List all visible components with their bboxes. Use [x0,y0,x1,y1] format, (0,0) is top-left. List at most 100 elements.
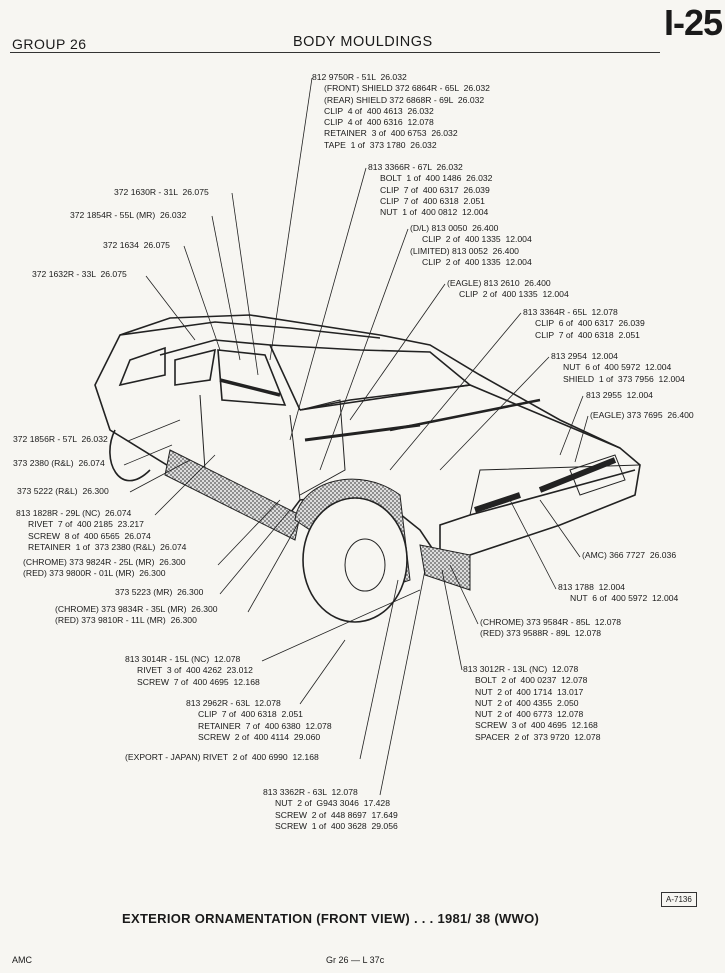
part-detail: CLIP 4 of 400 6316 12.078 [324,117,434,128]
part-detail: NUT 2 of 400 1714 13.017 [475,686,584,697]
part-detail: (RED) 373 9810R - 11L (MR) 26.300 [55,615,197,626]
callout-l-1634: 372 1634 26.075 [103,240,170,251]
part-detail: CLIP 7 of 400 6318 2.051 [535,329,640,340]
part-detail: SPACER 2 of 373 9720 12.078 [475,731,601,742]
part-number: 812 9750R - 51L 26.032 [312,72,407,82]
part-number: 813 1828R - 29L (NC) 26.074 [16,508,132,518]
part-detail: BOLT 2 of 400 0237 12.078 [475,675,588,686]
part-number: 813 3364R - 65L 12.078 [523,307,618,317]
part-detail: RETAINER 1 of 373 2380 (R&L) 26.074 [28,541,187,552]
part-detail: CLIP 2 of 400 1335 12.004 [459,289,569,300]
header-rule [10,52,660,53]
part-detail: SCREW 2 of 400 4114 29.060 [198,731,321,742]
page-number: I-25 [664,2,723,43]
part-detail: NUT 2 of 400 4355 2.050 [475,697,579,708]
callout-roof-rail: 812 9750R - 51L 26.032(FRONT) SHIELD 372… [312,72,490,151]
part-detail: SCREW 3 of 400 4695 12.168 [475,720,598,731]
part-detail: (FRONT) SHIELD 372 6864R - 65L 26.032 [324,83,490,94]
part-detail: SCREW 2 of 448 8697 17.649 [275,809,398,820]
callout-l-1630: 372 1630R - 31L 26.075 [114,187,209,198]
front-wheel [302,497,408,623]
part-number: 373 5222 (R&L) 26.300 [17,486,109,496]
callout-l-2380: 373 2380 (R&L) 26.074 [13,458,105,469]
callout-hood-2955: 813 2955 12.004 [586,390,653,401]
part-detail: CLIP 7 of 400 6318 2.051 [198,709,303,720]
part-detail: CLIP 7 of 400 6318 2.051 [380,195,485,206]
part-detail: RETAINER 3 of 400 6753 26.032 [324,128,458,139]
part-detail: NUT 1 of 400 0812 12.004 [380,207,489,218]
rocker-panel [164,449,301,541]
part-detail: SCREW 1 of 400 3628 29.056 [275,820,398,831]
part-number: (D/L) 813 0050 26.400 [410,223,499,233]
part-number: (EXPORT - JAPAN) RIVET 2 of 400 6990 12.… [125,752,319,762]
part-number: 813 3362R - 63L 12.078 [263,787,358,797]
page-reference: Gr 26 — L 37c [326,955,385,965]
part-detail: (RED) 373 9800R - 01L (MR) 26.300 [23,568,166,579]
part-detail: CLIP 6 of 400 6317 26.039 [535,318,645,329]
part-detail: TAPE 1 of 373 1780 26.032 [324,139,437,150]
part-number: 813 3014R - 15L (NC) 12.078 [125,654,241,664]
part-detail: SCREW 7 of 400 4695 12.168 [137,676,260,687]
part-detail: (RED) 373 9588R - 89L 12.078 [480,628,602,639]
callout-l-1632: 372 1632R - 33L 26.075 [32,269,127,280]
part-number: 813 2955 12.004 [586,390,653,400]
callout-l-1856: 372 1856R - 57L 26.032 [13,434,108,445]
part-number: (EAGLE) 813 2610 26.400 [447,278,551,288]
group-label: GROUP 26 [12,36,87,52]
part-detail: NUT 2 of G943 3046 17.428 [275,798,390,809]
callout-l-5223: 373 5223 (MR) 26.300 [115,587,203,598]
figure-caption: EXTERIOR ORNAMENTATION (FRONT VIEW) . . … [122,911,540,926]
callout-l-1854: 372 1854R - 55L (MR) 26.032 [70,210,186,221]
front-bumper-guard [419,544,471,591]
part-number: 372 1854R - 55L (MR) 26.032 [70,210,187,220]
part-detail: RIVET 7 of 400 2185 23.217 [28,519,144,530]
callout-l-9834: (CHROME) 373 9834R - 35L (MR) 26.300(RED… [55,604,218,627]
part-number: 373 2380 (R&L) 26.074 [13,458,105,468]
figure-id: A-7136 [661,892,697,907]
rear-wheel [109,429,151,482]
part-detail: CLIP 2 of 400 1335 12.004 [422,256,532,267]
part-number: 813 3366R - 67L 26.032 [368,162,463,172]
part-detail: RIVET 3 of 400 4262 23.012 [137,665,253,676]
part-detail: CLIP 7 of 400 6317 26.039 [380,184,490,195]
callout-l-5222: 373 5222 (R&L) 26.300 [17,486,109,497]
part-number: 372 1856R - 57L 26.032 [13,434,108,444]
callout-l-9824: (CHROME) 373 9824R - 25L (MR) 26.300(RED… [23,557,186,580]
part-number: 372 1630R - 31L 26.075 [114,187,209,197]
part-number: 372 1634 26.075 [103,240,170,250]
part-detail: (REAR) SHIELD 372 6868R - 69L 26.032 [324,94,485,105]
callout-b-export: (EXPORT - JAPAN) RIVET 2 of 400 6990 12.… [125,752,319,763]
part-number: (EAGLE) 373 7695 26.400 [590,410,694,420]
part-detail: RETAINER 7 of 400 6380 12.078 [198,720,332,731]
part-number: (CHROME) 373 9584R - 85L 12.078 [480,617,622,627]
part-detail: NUT 6 of 400 5972 12.004 [563,362,672,373]
part-detail: NUT 2 of 400 6773 12.078 [475,709,584,720]
part-number: (CHROME) 373 9824R - 25L (MR) 26.300 [23,557,186,567]
part-detail: SCREW 8 of 400 6565 26.074 [28,530,151,541]
part-number: 813 3012R - 13L (NC) 12.078 [463,664,579,674]
page-title: BODY MOULDINGS [293,34,433,50]
part-detail: CLIP 2 of 400 1335 12.004 [422,234,532,245]
part-detail: NUT 6 of 400 5972 12.004 [570,593,679,604]
part-detail: CLIP 4 of 400 4613 26.032 [324,105,434,116]
part-number: (AMC) 366 7727 26.036 [582,550,677,560]
leader-lines [123,77,589,796]
part-number: 813 1788 12.004 [558,582,625,592]
part-number: 372 1632R - 33L 26.075 [32,269,127,279]
part-number: (CHROME) 373 9834R - 35L (MR) 26.300 [55,604,218,614]
front-hub [344,538,386,592]
car-body [94,314,641,561]
part-detail: BOLT 1 of 400 1486 26.032 [380,173,493,184]
